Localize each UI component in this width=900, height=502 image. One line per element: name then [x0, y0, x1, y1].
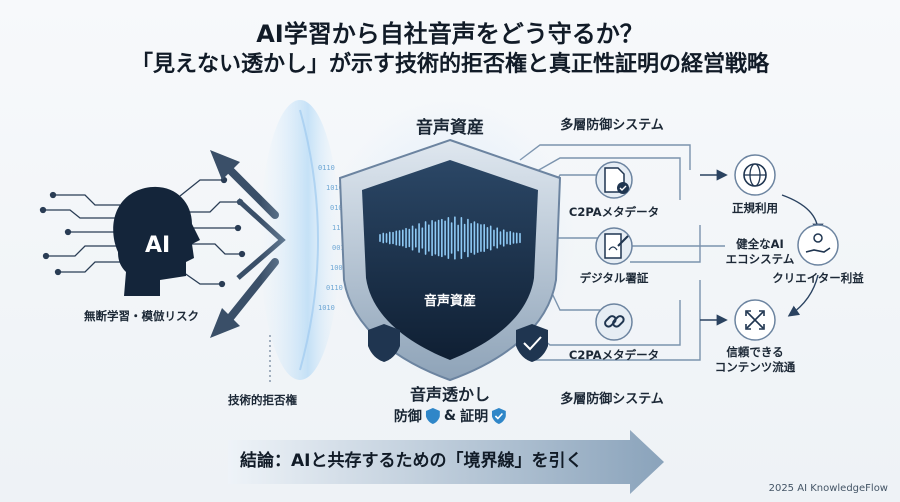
- eco-line-2: エコシステム: [725, 252, 795, 266]
- shield-label: 音声資産: [424, 293, 476, 309]
- veto-label: 技術的拒否権: [228, 393, 297, 407]
- defense-word: 防御: [393, 409, 422, 425]
- asset-title: 音声資産: [416, 118, 484, 138]
- title-line-1: AI学習から自社音声をどう守るか？: [256, 20, 644, 48]
- link-icon: [595, 303, 633, 341]
- watermark-barrier: [260, 100, 340, 380]
- outcome-creator-profit: クリエイター利益: [772, 271, 864, 285]
- defense-bottom-label: 多層防御システム: [560, 392, 664, 407]
- outcome-trusted-flow-2: コンテンツ流通: [714, 360, 796, 374]
- ai-circuit-lines: [39, 176, 246, 288]
- defense-top-label: 多層防御システム: [560, 118, 664, 133]
- svg-text:1010: 1010: [318, 304, 335, 312]
- outcome-trusted-flow-1: 信頼できる: [726, 345, 784, 359]
- shield-check-icon: [516, 324, 548, 362]
- proof-word: 証明: [460, 409, 489, 425]
- shield-check-icon: [368, 324, 400, 362]
- svg-text:0110: 0110: [318, 164, 335, 172]
- watermark-subtitle: 防御 & 証明: [393, 406, 507, 426]
- globe-icon: [734, 154, 776, 196]
- node-c2pa-top: C2PAメタデータ: [568, 205, 660, 219]
- title-line-2: 「見えない透かし」が示す技術的拒否権と真正性証明の経営戦略: [130, 52, 769, 77]
- expand-arrows-icon: [734, 299, 776, 341]
- document-check-icon: [595, 161, 633, 199]
- conclusion-text: 結論：AIと共存するための「境界線」を引く: [240, 451, 583, 471]
- conclusion-arrow: [228, 430, 664, 494]
- signature-icon: [595, 227, 633, 265]
- risk-label: 無断学習・模倣リスク: [84, 309, 199, 323]
- audio-shield: [325, 100, 575, 382]
- credit-text: 2025 AI KnowledgeFlow: [768, 483, 888, 494]
- eco-line-1: 健全なAI: [736, 237, 784, 251]
- node-c2pa-bottom: C2PAメタデータ: [568, 348, 660, 362]
- outcome-legit-use: 正規利用: [732, 201, 778, 215]
- ai-head-icon: [113, 186, 200, 296]
- watermark-title: 音声透かし: [409, 385, 491, 404]
- shield-icon: [425, 408, 440, 424]
- node-signature: デジタル署証: [579, 271, 649, 285]
- ai-head-label: AI: [145, 233, 170, 258]
- sound-wave: [379, 216, 521, 260]
- amp-word: &: [443, 408, 457, 424]
- hand-person-icon: [797, 224, 839, 266]
- shield-check-icon: [492, 408, 507, 424]
